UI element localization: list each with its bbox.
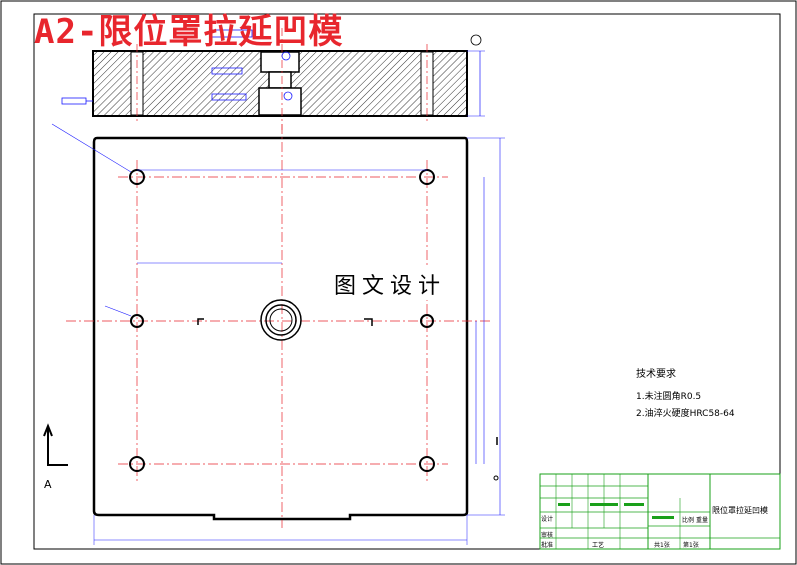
section-label-a: A (44, 478, 52, 491)
tech-requirements: 技术要求 1.未注圆角R0.5 2.油淬火硬度HRC58-64 (636, 366, 735, 423)
title-block-process: 工艺 (592, 542, 605, 549)
datum-a-marker (281, 51, 291, 61)
title-block-check: 审核 (541, 532, 554, 539)
title-block-approve: 批准 (541, 542, 554, 549)
datum-c-marker (283, 91, 293, 101)
section-arrow-a (47, 428, 68, 466)
title-block-sheet-no: 第1张 (683, 542, 699, 549)
plan-outline (92, 136, 469, 521)
leader-small-hole (104, 305, 132, 317)
tb-filled-cell-4 (624, 503, 644, 506)
title-block-scale: 比例 (682, 517, 695, 524)
tb-filled-cell-3 (652, 516, 674, 519)
hole-bottom-right (419, 456, 435, 472)
title-block (539, 473, 781, 550)
center-cavity-lower (258, 87, 302, 116)
dim-arrow-dot (493, 475, 499, 481)
tech-requirement-item-2: 2.油淬火硬度HRC58-64 (636, 409, 735, 419)
plan-view (43, 123, 505, 545)
title-block-weight: 重量 (696, 517, 709, 524)
section-view (61, 28, 485, 130)
center-cavity-neck (268, 71, 292, 89)
tb-filled-cell-1 (590, 503, 618, 506)
title-block-part-name: 限位罩拉延凹模 (712, 506, 768, 515)
center-cavity-inner (265, 304, 297, 336)
slot-mark-right (364, 318, 373, 326)
roughness-symbol (470, 34, 482, 46)
hole-bottom-left (129, 456, 145, 472)
watermark-text: 图文设计 (332, 268, 449, 300)
tolerance-frame-top (211, 29, 253, 38)
slot-mark-left (197, 318, 204, 325)
tolerance-frame-low (211, 93, 247, 101)
title-block-designer: 设计 (541, 516, 554, 523)
hole-mid-right (420, 314, 434, 328)
title-block-frame (539, 473, 781, 550)
tolerance-frame-mid (211, 67, 243, 75)
tolerance-frame-left (61, 97, 87, 105)
center-cavity-outer (260, 299, 302, 341)
tech-requirement-item-1: 1.未注圆角R0.5 (636, 392, 702, 402)
tech-requirements-heading: 技术要求 (636, 369, 676, 380)
leader-hole-callout (51, 123, 132, 173)
center-cavity-upper (260, 51, 300, 73)
center-cavity-ring (269, 308, 293, 332)
drawing-title: A2-限位罩拉延凹模 (34, 12, 344, 52)
hole-mid-left (130, 314, 144, 328)
section-arrow-a-head (43, 423, 53, 437)
tb-filled-cell-2 (558, 503, 570, 506)
sheet-inner-border (33, 13, 781, 550)
title-block-sheets-total: 共1张 (654, 542, 670, 549)
